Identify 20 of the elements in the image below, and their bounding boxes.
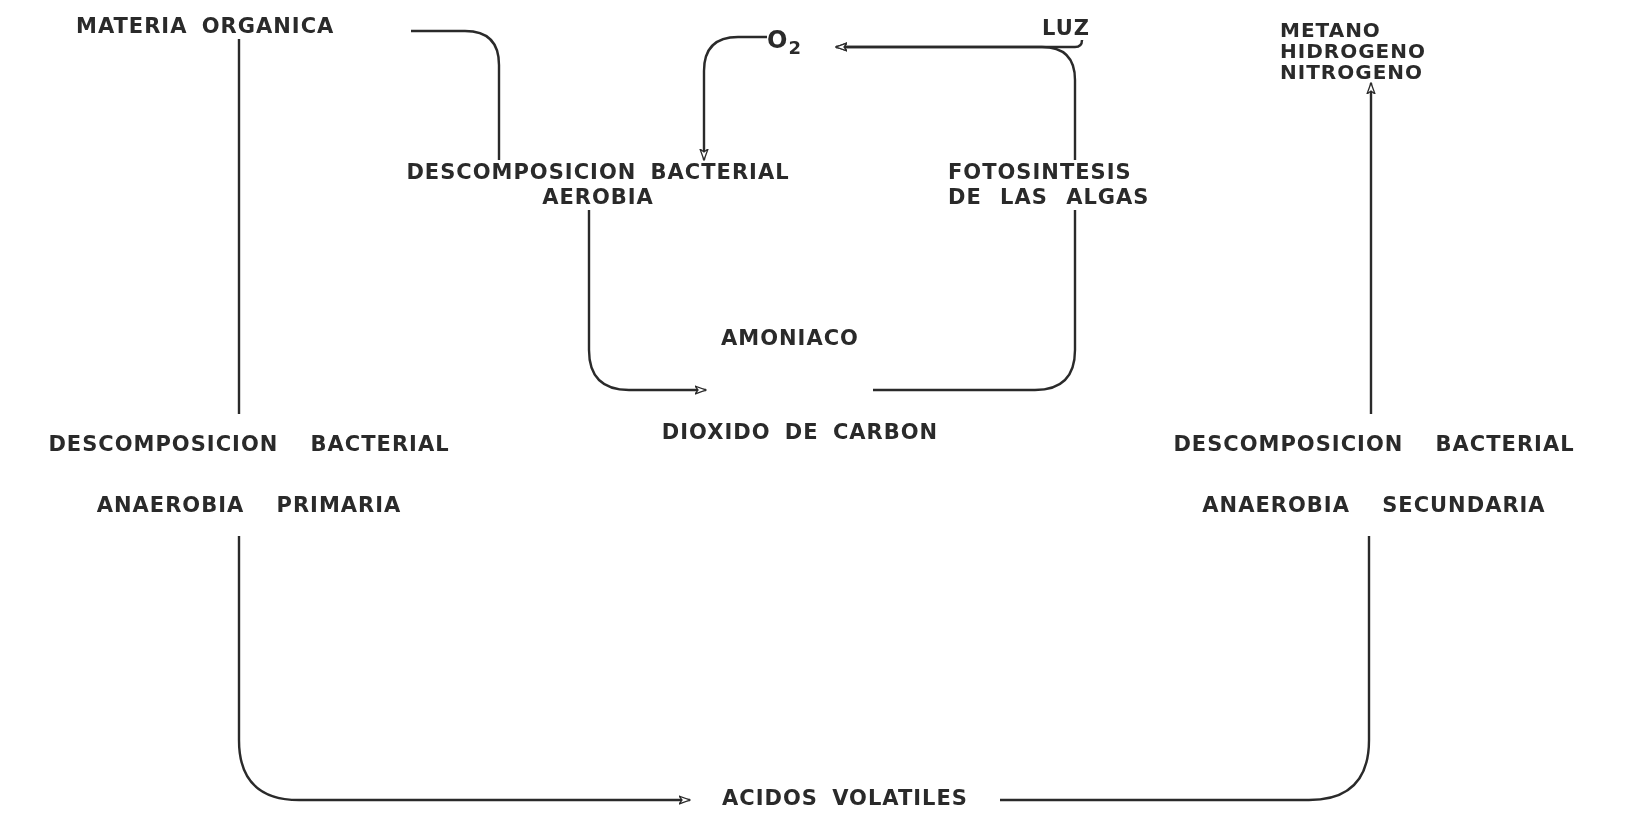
node-label: DESCOMPOSICION BACTERIAL ANAEROBIA SECUNDARIA <box>1124 414 1624 536</box>
arrow <box>587 210 707 395</box>
node-label: LUZ <box>1034 16 1098 42</box>
node-label: MATERIA ORGANICA <box>76 14 411 40</box>
node-label: DESCOMPOSICION BACTERIAL ANAEROBIA PRIMARIA <box>6 414 492 536</box>
node-label: AMONIACO <box>705 326 875 352</box>
connector-line <box>411 29 501 160</box>
arrow <box>237 536 691 805</box>
arrow <box>1366 82 1376 414</box>
connector-line <box>873 210 1077 392</box>
arrow <box>699 35 767 161</box>
node-label: DIOXIDO DE CARBON <box>640 390 960 446</box>
node-label: METANO HIDROGENO NITROGENO <box>1280 20 1490 83</box>
arrow <box>835 38 1084 52</box>
connector-line <box>1000 536 1371 802</box>
node-label: O$_{2}$ <box>767 26 836 59</box>
connector-line <box>237 39 241 414</box>
node-label: FOTOSINTESIS DE LAS ALGAS <box>948 160 1163 211</box>
node-label: DESCOMPOSICION BACTERIAL AEROBIA <box>365 160 831 211</box>
node-label: ACIDOS VOLATILES <box>690 786 1000 812</box>
